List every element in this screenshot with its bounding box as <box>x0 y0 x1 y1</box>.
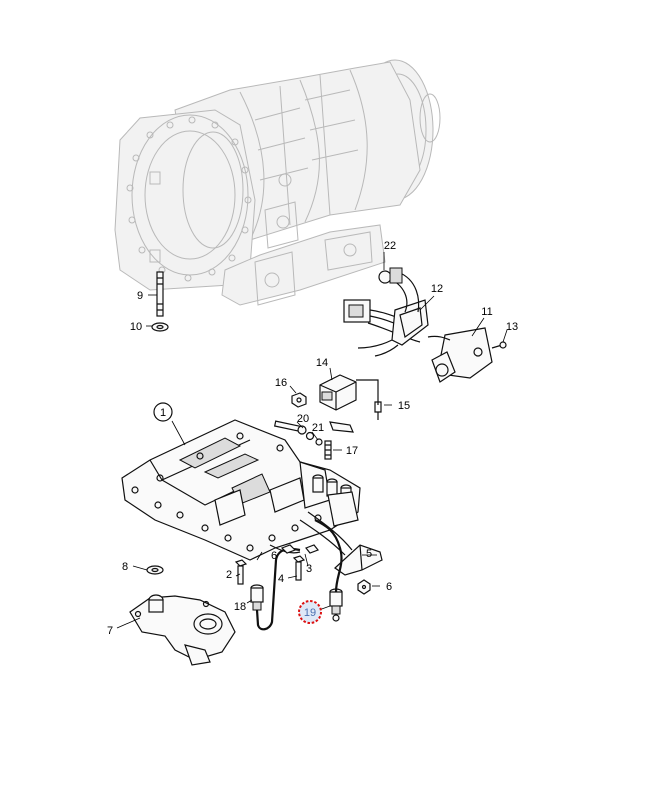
small-fasteners <box>273 420 354 460</box>
stud-and-washer <box>151 271 169 332</box>
solenoid-assembly <box>291 374 382 420</box>
callout-18: 18 <box>234 601 246 613</box>
wiring-harness-assembly <box>343 267 507 383</box>
speed-sensors <box>234 519 343 631</box>
callout-labels: 1 2 3 4 5 6 6 7 8 9 10 11 12 13 14 15 16… <box>107 240 518 637</box>
leader-lines <box>116 252 508 629</box>
washer-and-manifold <box>129 565 236 666</box>
callout-2: 2 <box>226 569 232 581</box>
callout-11: 11 <box>481 306 492 318</box>
callout-12: 12 <box>431 283 443 295</box>
callout-19[interactable]: 19 <box>304 607 316 619</box>
callout-14: 14 <box>316 357 328 369</box>
valve-body <box>121 419 361 561</box>
callout-7: 7 <box>107 625 113 637</box>
callout-10: 10 <box>130 321 142 333</box>
callout-8: 8 <box>122 561 128 573</box>
callout-19-highlight[interactable] <box>298 600 322 624</box>
callout-6-lower: 6 <box>386 581 392 593</box>
callout-22: 22 <box>384 240 396 252</box>
callout-13: 13 <box>506 321 518 333</box>
callout-17: 17 <box>346 445 358 457</box>
callout-9: 9 <box>137 290 143 302</box>
callout-3: 3 <box>306 563 312 575</box>
callout-1-circle <box>153 402 173 422</box>
callout-21: 21 <box>312 422 324 434</box>
callout-20: 20 <box>297 413 309 425</box>
transmission-housing <box>114 59 441 306</box>
callout-16: 16 <box>275 377 287 389</box>
bracket-and-bolt <box>334 544 383 595</box>
callout-6-upper: 6 <box>271 550 277 562</box>
callout-15: 15 <box>398 400 410 412</box>
callout-5: 5 <box>366 548 372 560</box>
callout-4: 4 <box>278 573 284 585</box>
callout-1: 1 <box>160 407 166 419</box>
